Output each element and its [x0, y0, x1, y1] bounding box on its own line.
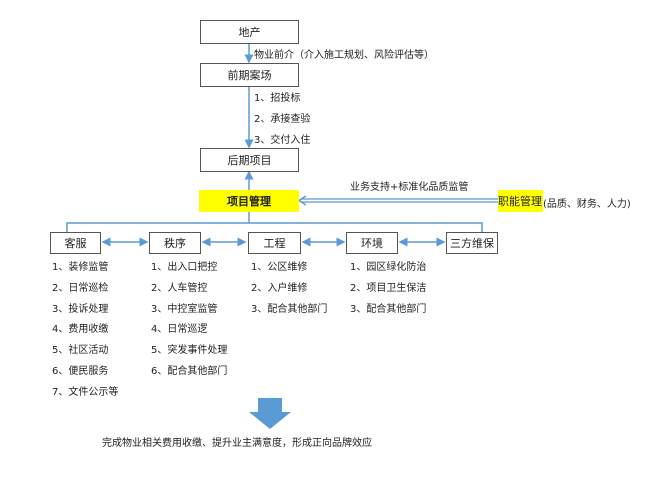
dept-customer-service: 客服 [50, 232, 101, 254]
duty-item: 3、配合其他部门 [350, 303, 427, 315]
support-label: 业务支持+标准化品质监管 [350, 182, 469, 193]
engineering-duties: 1、公区维修 2、入户维修 3、配合其他部门 [251, 261, 327, 323]
duty-item: 2、日常巡检 [52, 282, 109, 294]
arrow-functional-to-pm [297, 195, 307, 206]
duty-item: 4、费用收缴 [52, 324, 109, 336]
developer-box: 地产 [200, 20, 299, 44]
presales-step: 1、招投标 [254, 93, 301, 104]
duty-item: 2、项目卫生保洁 [350, 282, 427, 294]
early-intervention-label: 物业前介（介入施工规划、风险评估等） [254, 50, 434, 61]
dept-third-party: 三方维保 [446, 232, 498, 254]
functional-management-detail: (品质、财务、人力) [543, 199, 631, 210]
project-management-box: 项目管理 [199, 190, 299, 212]
duty-item: 1、出入口把控 [151, 262, 218, 273]
duty-item: 3、投诉处理 [52, 303, 109, 315]
dept-environment: 环境 [346, 232, 398, 254]
duty-item: 1、公区维修 [251, 262, 308, 273]
duty-item: 5、突发事件处理 [151, 345, 228, 357]
presales-step: 2、承接查验 [254, 114, 311, 125]
duty-item: 5、社区活动 [52, 345, 109, 357]
presales-step: 3、交付入住 [254, 135, 311, 146]
duty-item: 7、文件公示等 [52, 386, 119, 398]
duty-item: 2、人车管控 [151, 282, 208, 294]
duty-item: 1、园区绿化防治 [350, 262, 427, 273]
duty-item: 6、便民服务 [52, 365, 109, 377]
duty-item: 1、装修监管 [52, 262, 109, 273]
department-bracket [66, 211, 483, 232]
duty-item: 6、配合其他部门 [151, 365, 228, 377]
customer-service-duties: 1、装修监管 2、日常巡检 3、投诉处理 4、费用收缴 5、社区活动 6、便民服… [52, 261, 118, 407]
outcome-text: 完成物业相关费用收缴、提升业主满意度，形成正向品牌效应 [102, 438, 372, 449]
dept-engineering: 工程 [248, 232, 301, 254]
duty-item: 2、入户维修 [251, 282, 308, 294]
duty-item: 3、配合其他部门 [251, 303, 328, 315]
environment-duties: 1、园区绿化防治 2、项目卫生保洁 3、配合其他部门 [350, 261, 426, 323]
duty-item: 4、日常巡逻 [151, 324, 208, 336]
down-arrow-icon [249, 398, 291, 429]
presales-box: 前期案场 [200, 63, 299, 87]
duty-item: 3、中控室监管 [151, 303, 218, 315]
functional-management-box: 职能管理 [498, 190, 543, 212]
security-duties: 1、出入口把控 2、人车管控 3、中控室监管 4、日常巡逻 5、突发事件处理 6… [151, 261, 227, 386]
later-project-box: 后期项目 [200, 148, 299, 172]
dept-security: 秩序 [149, 232, 201, 254]
